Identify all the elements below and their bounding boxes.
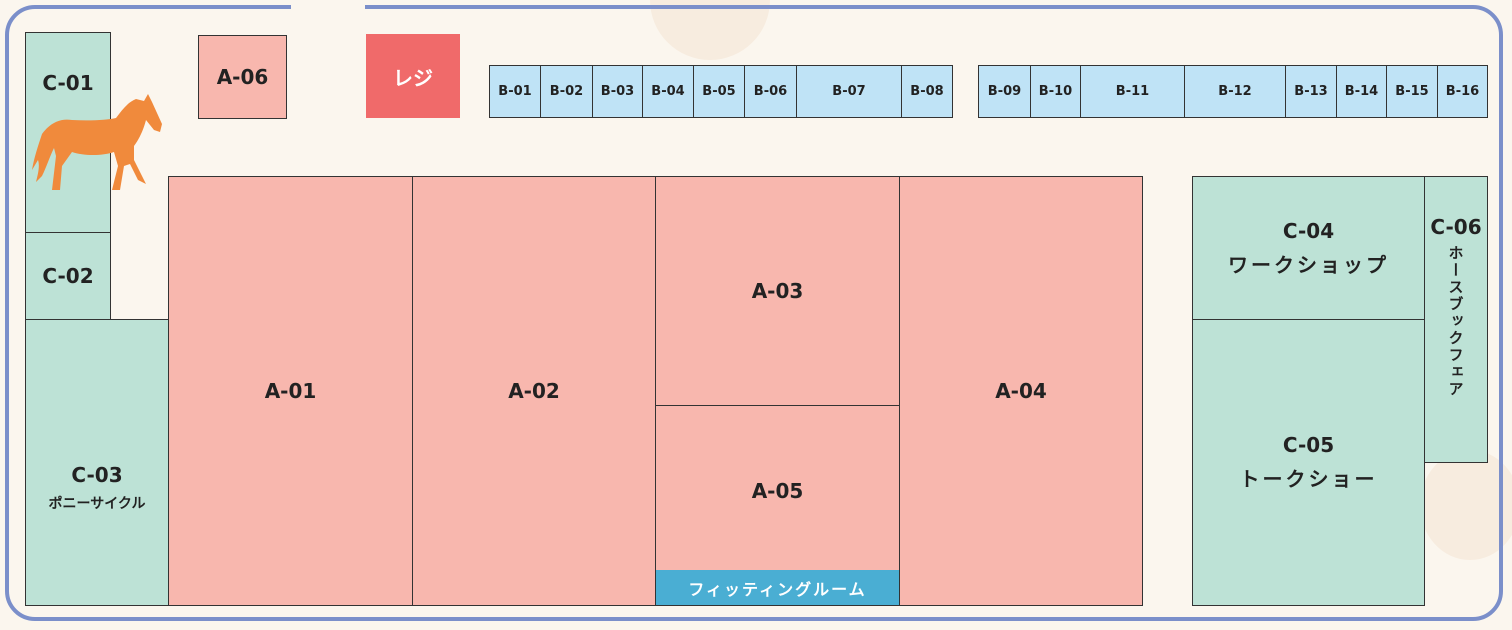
booth-label: B-01 <box>498 84 532 99</box>
booth-label: B-06 <box>753 84 788 99</box>
fitting-room-label: フィッティングルーム <box>688 579 867 599</box>
booth-b15[interactable]: B-15 <box>1386 65 1438 118</box>
booth-label: A-05 <box>751 478 804 503</box>
booth-label: C-06 <box>1430 215 1482 239</box>
floor-outline <box>5 5 1503 621</box>
booth-b07[interactable]: B-07 <box>796 65 902 118</box>
booth-label: C-01 <box>42 71 94 95</box>
booth-label: C-02 <box>42 264 94 288</box>
booth-a01[interactable]: A-01 <box>168 176 413 606</box>
booth-label: B-10 <box>1038 84 1073 99</box>
booth-b01[interactable]: B-01 <box>489 65 541 118</box>
booth-a03[interactable]: A-03 <box>655 176 900 406</box>
booth-label: A-06 <box>216 65 269 89</box>
booth-b10[interactable]: B-10 <box>1030 65 1081 118</box>
booth-label: B-07 <box>832 84 866 99</box>
register-label: レジ <box>393 65 433 90</box>
booth-label: B-14 <box>1344 84 1379 99</box>
horse-icon <box>32 94 162 190</box>
booth-label: A-01 <box>264 379 317 403</box>
booth-label: A-03 <box>751 279 804 303</box>
booth-b12[interactable]: B-12 <box>1184 65 1286 118</box>
booth-c03[interactable]: C-03 ポニーサイクル <box>25 319 169 606</box>
background-decoration <box>1420 450 1512 560</box>
booth-label: B-15 <box>1395 84 1429 99</box>
booth-label: B-11 <box>1115 84 1150 99</box>
booth-a04[interactable]: A-04 <box>899 176 1143 606</box>
booth-b05[interactable]: B-05 <box>693 65 745 118</box>
booth-name: ワークショップ <box>1228 252 1389 277</box>
booth-b04[interactable]: B-04 <box>642 65 694 118</box>
booth-b14[interactable]: B-14 <box>1336 65 1387 118</box>
booth-c06[interactable]: C-06 ホースブックフェア <box>1424 176 1488 463</box>
booth-name: ホースブックフェア <box>1446 245 1465 398</box>
booth-label: A-04 <box>995 379 1047 403</box>
booth-b09[interactable]: B-09 <box>978 65 1031 118</box>
booth-label: B-16 <box>1445 84 1480 99</box>
booth-c02[interactable]: C-02 <box>25 232 111 320</box>
booth-b02[interactable]: B-02 <box>540 65 593 118</box>
booth-label: B-08 <box>910 84 944 99</box>
booth-b08[interactable]: B-08 <box>901 65 953 118</box>
booth-b11[interactable]: B-11 <box>1080 65 1185 118</box>
register-counter[interactable]: レジ <box>366 34 460 118</box>
booth-name: トークショー <box>1239 467 1378 491</box>
booth-b03[interactable]: B-03 <box>592 65 643 118</box>
booth-label: B-04 <box>651 84 685 99</box>
booth-label: B-02 <box>549 84 584 99</box>
booth-c05[interactable]: C-05 トークショー <box>1192 319 1425 606</box>
booth-label: B-12 <box>1218 84 1252 99</box>
booth-b13[interactable]: B-13 <box>1285 65 1337 118</box>
entrance-gap <box>291 0 365 12</box>
booth-a06[interactable]: A-06 <box>198 35 287 119</box>
booth-label: C-04 <box>1282 218 1335 243</box>
booth-label: C-05 <box>1282 433 1335 457</box>
booth-a02[interactable]: A-02 <box>412 176 656 606</box>
booth-label: C-03 <box>71 462 123 487</box>
booth-c04[interactable]: C-04 ワークショップ <box>1192 176 1425 320</box>
booth-b06[interactable]: B-06 <box>744 65 797 118</box>
booth-label: B-05 <box>702 84 736 99</box>
booth-label: A-02 <box>508 379 560 403</box>
booth-label: B-09 <box>987 84 1022 99</box>
booth-name: ポニーサイクル <box>48 495 146 512</box>
booth-label: B-03 <box>600 84 635 99</box>
fitting-room[interactable]: フィッティングルーム <box>656 570 899 605</box>
booth-label: B-13 <box>1294 84 1328 99</box>
booth-b16[interactable]: B-16 <box>1437 65 1488 118</box>
